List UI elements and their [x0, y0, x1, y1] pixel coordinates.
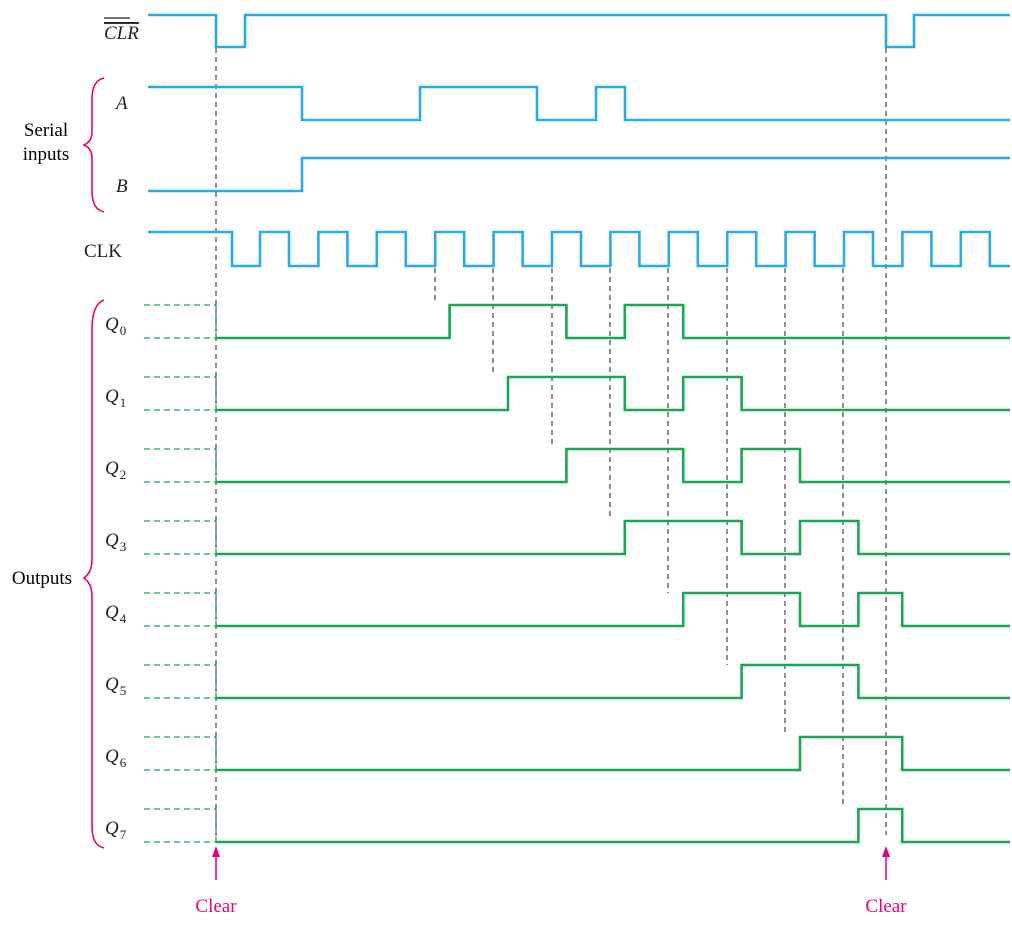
q2-waveform [216, 447, 1010, 484]
q6-initial-unknown [144, 736, 217, 771]
q3-label: Q3 [105, 530, 126, 554]
q7-initial-unknown [144, 808, 217, 843]
serial-inputs-brace [82, 77, 105, 213]
q4-label: Q4 [105, 602, 127, 626]
q2-label: Q2 [105, 458, 126, 482]
q4-waveform [216, 591, 1010, 628]
clk-waveform [148, 230, 1010, 268]
a-waveform [148, 85, 1010, 122]
outputs-brace [82, 299, 105, 849]
q1-initial-unknown [144, 376, 217, 411]
clr-waveform [148, 13, 1010, 49]
clear-label-right: Clear [865, 896, 907, 917]
outputs-group-label: Outputs [12, 568, 72, 589]
q6-label: Q6 [105, 746, 127, 770]
q0-label: Q0 [105, 314, 126, 338]
q6-waveform [216, 735, 1010, 772]
clear-label-left: Clear [195, 896, 237, 917]
b-label: B [116, 176, 128, 197]
q5-initial-unknown [144, 664, 217, 699]
q5-waveform [216, 663, 1010, 700]
q5-label: Q5 [105, 674, 126, 698]
serial-group-label-line2: inputs [23, 144, 69, 165]
clear-arrow-right [882, 846, 890, 880]
clear-arrow-left [212, 846, 220, 880]
q7-waveform [216, 807, 1010, 844]
q1-label: Q1 [105, 386, 126, 410]
q1-waveform [216, 375, 1010, 412]
serial-group-label-line1: Serial [24, 120, 68, 141]
q4-initial-unknown [144, 592, 217, 627]
q7-label: Q7 [105, 818, 127, 842]
q3-initial-unknown [144, 520, 217, 555]
b-waveform [148, 156, 1010, 193]
q2-initial-unknown [144, 448, 217, 483]
q3-waveform [216, 519, 1010, 556]
clk-label: CLK [84, 241, 122, 262]
q0-initial-unknown [144, 304, 217, 339]
clr-label: CLR [104, 23, 139, 44]
a-label: A [114, 93, 128, 114]
q0-waveform [216, 303, 1010, 340]
